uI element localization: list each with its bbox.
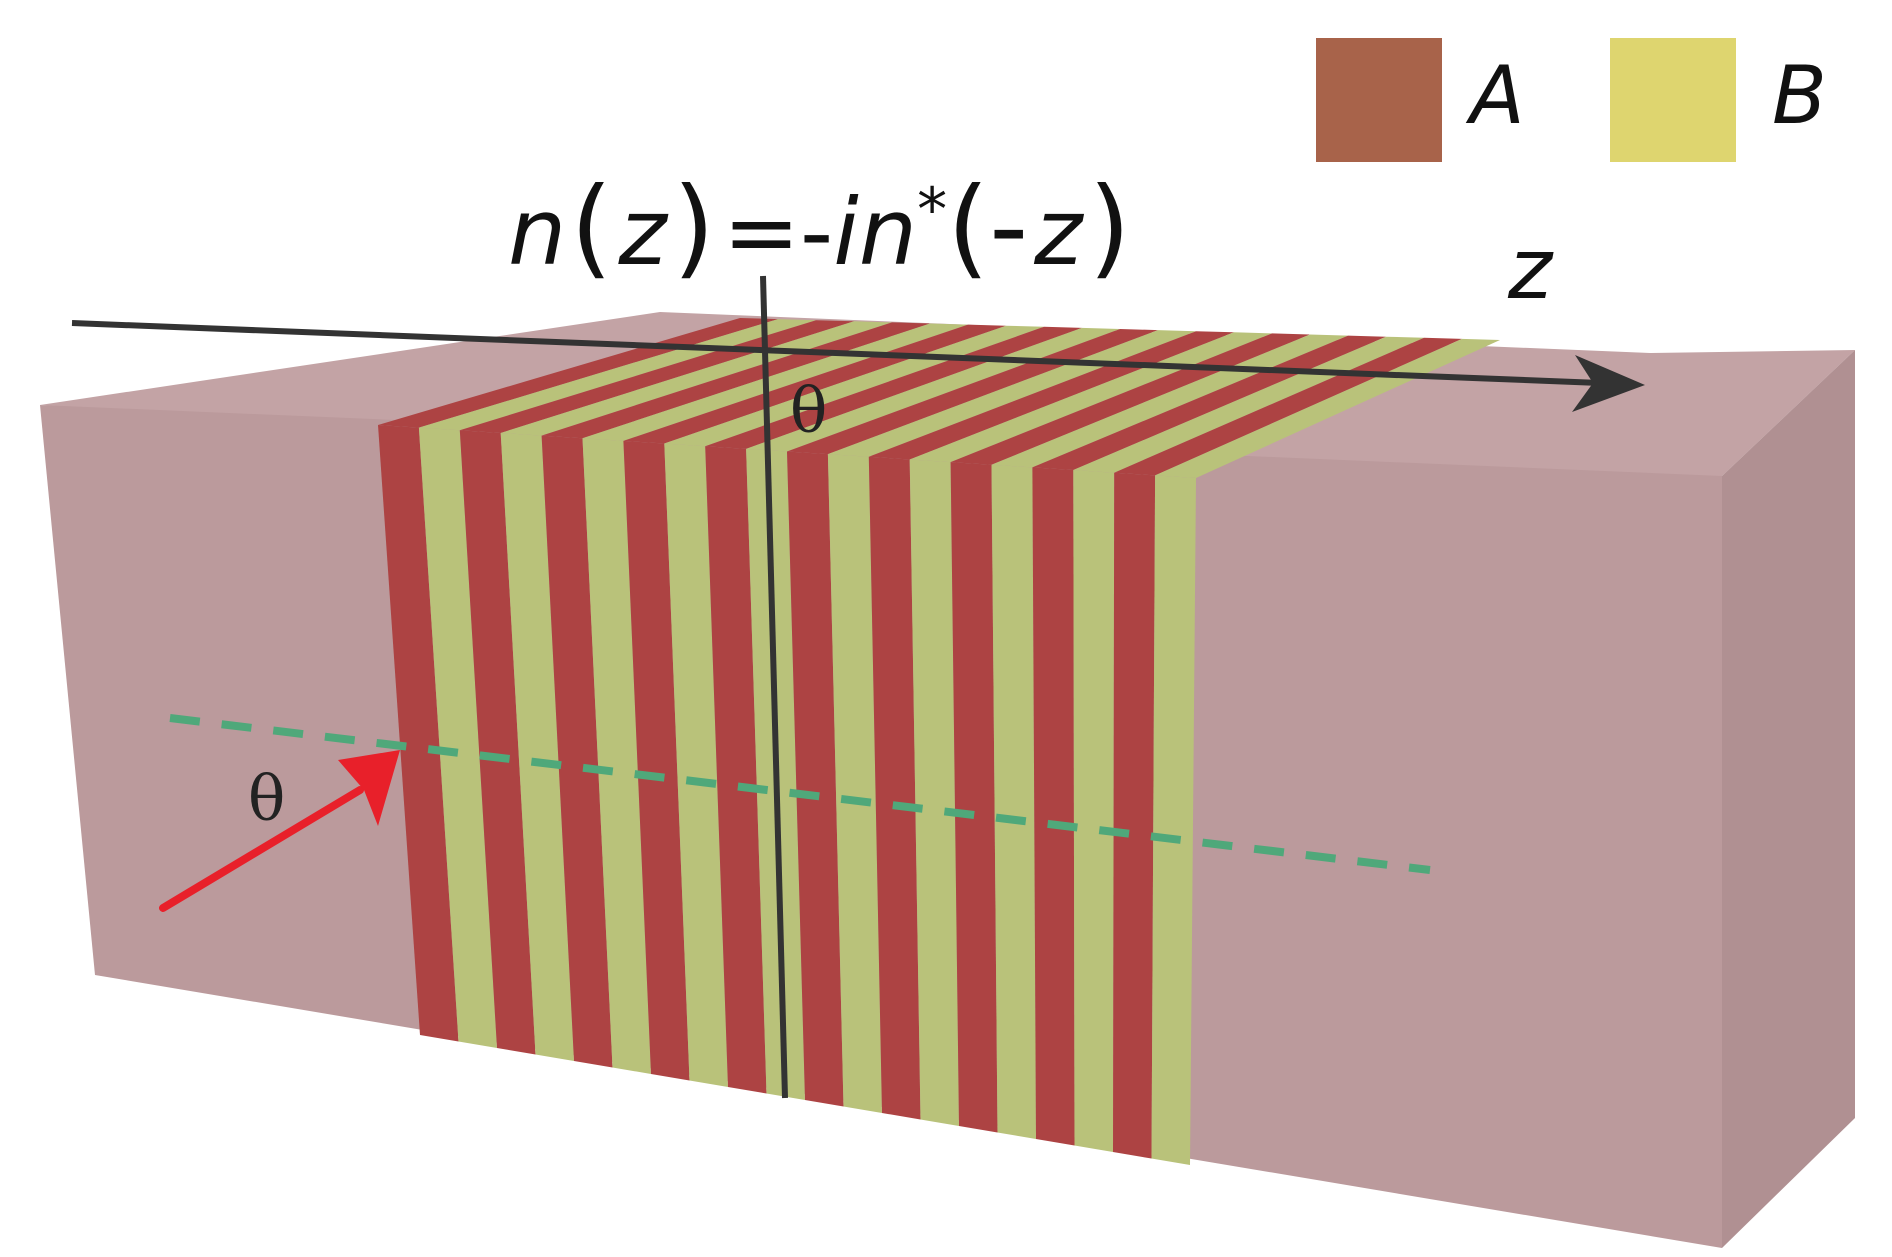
layer-stripe-front xyxy=(1151,475,1196,1166)
vertical-axis-line xyxy=(760,275,788,1099)
layer-stripe-front xyxy=(868,456,921,1120)
legend-label-a: A xyxy=(1465,49,1525,142)
eq-star: * xyxy=(917,175,947,245)
eq-paren-minus: (- xyxy=(947,165,1028,290)
eq-z: z xyxy=(617,179,668,286)
eq-n: n xyxy=(508,179,566,286)
layer-stripe-front xyxy=(909,459,959,1126)
angle-label-top: θ xyxy=(790,374,827,447)
layer-stripe-front xyxy=(500,432,574,1061)
legend-label-b: B xyxy=(1772,49,1827,142)
incident-ray xyxy=(159,750,400,912)
eq-equals: =- xyxy=(723,179,833,286)
layer-stripe-front xyxy=(623,440,690,1081)
layer-stripe-front xyxy=(827,454,882,1113)
incident-arrowhead-icon xyxy=(338,750,400,826)
legend-swatch-a xyxy=(1316,38,1442,162)
z-axis-label: z xyxy=(1507,220,1554,318)
eq-paren-open: ( xyxy=(570,165,612,290)
layer-stripe-front xyxy=(664,443,728,1087)
z-axis-line xyxy=(71,320,1601,386)
layer-stripe-front xyxy=(582,438,651,1074)
layer-stripe-front xyxy=(1113,472,1156,1159)
layer-stripe-front xyxy=(950,462,998,1133)
layer-stripe-front xyxy=(1032,467,1075,1146)
index-equation: n(z)=-in*(-z) xyxy=(508,165,1131,290)
incident-ray-line xyxy=(159,786,364,912)
eq-in: in xyxy=(833,179,917,286)
angle-label-incident: θ xyxy=(248,762,285,835)
layer-stripe-front xyxy=(787,451,844,1107)
legend: A B xyxy=(1316,38,1827,162)
layer-stripe-front xyxy=(459,430,536,1055)
slab-side-face xyxy=(1722,350,1855,1248)
z-axis-arrowhead-icon xyxy=(1572,355,1645,412)
legend-swatch-b xyxy=(1610,38,1736,162)
normal-dashed-line xyxy=(169,714,1431,874)
layer-stripe-front xyxy=(378,425,459,1042)
eq-z2: z xyxy=(1033,179,1084,286)
eq-paren-close: ) xyxy=(673,165,715,290)
layer-stripe-front xyxy=(541,435,613,1068)
layer-stripe-front xyxy=(418,427,497,1048)
z-axis xyxy=(71,320,1645,412)
eq-paren-close2: ) xyxy=(1088,165,1130,290)
layer-stripe-front xyxy=(705,446,767,1094)
layer-stripe-front xyxy=(991,464,1036,1139)
layer-stripe-front xyxy=(1073,470,1115,1152)
